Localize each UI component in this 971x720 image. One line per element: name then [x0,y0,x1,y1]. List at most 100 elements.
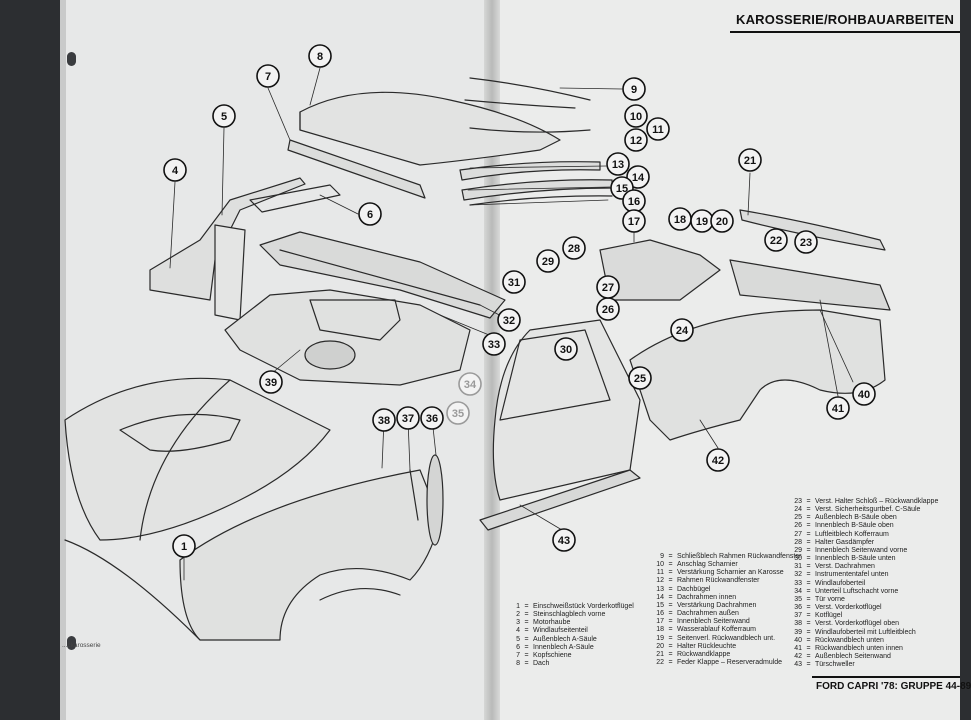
callout-circle [622,209,646,233]
legend-text: Kotflügel [815,612,843,620]
legend-text: Dachrahmen außen [677,610,739,618]
legend-number: 14 [656,593,664,601]
legend-number: 10 [656,561,664,569]
callout-27: 27 [596,275,620,299]
legend-text: Innenblech B-Säule oben [815,522,894,530]
callout-14: 14 [626,165,650,189]
callout-13: 13 [606,152,630,176]
callout-circle [212,104,236,128]
section-title: KAROSSERIE/ROHBAUARBEITEN [736,12,955,27]
legend-row: 22=Feder Klappe – Reserveradmulde [652,659,802,667]
legend-row: 33=Windlaufoberteil [790,580,938,588]
legend-number: 3 [516,619,520,627]
legend-number: 28 [794,538,802,546]
callout-circle [826,396,850,420]
callout-number: 6 [367,209,373,221]
callout-17: 17 [622,209,646,233]
callout-number: 8 [317,51,323,63]
callout-number: 4 [172,165,179,177]
callout-number: 9 [631,84,637,96]
callout-circle [502,270,526,294]
legend-row: 11=Verstärkung Scharnier an Karosse [652,569,802,577]
legend-text: Feder Klappe – Reserveradmulde [677,659,783,667]
legend-row: 32=Instrumententafel unten [790,571,938,579]
legend-equals: = [806,595,811,603]
callout-31: 31 [502,270,526,294]
callout-5: 5 [212,104,236,128]
legend-row: 16=Dachrahmen außen [652,610,802,618]
callout-circle [372,408,396,432]
callout-circle [482,332,506,356]
legend-equals: = [668,569,673,577]
callout-number: 30 [560,344,572,356]
legend-equals: = [668,577,673,585]
legend-equals: = [806,555,811,563]
callout-29: 29 [536,249,560,273]
legend-equals: = [524,660,529,668]
legend-number: 2 [516,611,520,619]
legend-number: 6 [516,643,520,651]
callout-number: 42 [712,455,724,467]
legend-text: Innenblech Seitenwand [677,618,750,626]
legend-equals: = [524,611,529,619]
legend-text: Verstärkung Dachrahmen [677,601,757,609]
callout-25: 25 [628,366,652,390]
callout-circle [358,202,382,226]
legend-number: 34 [794,587,802,595]
legend-equals: = [806,587,811,595]
callout-circle [554,337,578,361]
legend-equals: = [806,514,811,522]
legend-text: Unterteil Luftschacht vorne [815,587,899,595]
callout-number: 7 [265,71,271,83]
legend-equals: = [668,610,673,618]
legend-row: 6=Innenblech A-Säule [508,644,634,652]
callout-8: 8 [308,44,332,68]
legend-row: 7=Kopfschiene [508,652,634,660]
legend-number: 42 [794,652,802,660]
callout-number: 38 [378,415,390,427]
legend-row: 23=Verst. Halter Schloß – Rückwandklappe [790,498,938,506]
legend-number: 39 [794,628,802,636]
legend-text: Windlaufoberteil [815,579,866,587]
callout-number: 19 [696,216,708,228]
legend-text: Kopfschiene [533,651,572,659]
callout-circle [259,370,283,394]
callout-23: 23 [794,230,818,254]
legend-text: Windlaufoberteil mit Luftleitblech [815,628,916,636]
legend-row: 42=Außenblech Seitenwand [790,653,938,661]
legend-equals: = [524,651,529,659]
callout-circle [738,148,762,172]
legend-equals: = [668,585,673,593]
legend-equals: = [806,612,811,620]
callout-42: 42 [706,448,730,472]
legend-number: 31 [794,563,802,571]
legend-text: Innenblech B-Säule unten [815,555,896,563]
legend-number: 23 [794,498,802,505]
legend-number: 40 [794,636,802,644]
legend-row: 9=Schließblech Rahmen Rückwandfenster [652,553,801,561]
legend-number: 22 [656,659,664,667]
legend-row: 40=Rückwandblech unten [790,637,938,645]
legend-equals: = [668,650,673,658]
legend-text: Steinschlagblech vorne [533,611,606,619]
legend-equals: = [668,601,673,609]
callout-10: 10 [624,104,648,128]
legend-text: Windlaufseitenteil [533,627,588,635]
legend-text: Anschlag Scharnier [677,561,738,569]
legend-equals: = [806,652,811,660]
legend-text: Innenblech Seitenwand vorne [815,546,908,554]
legend-number: 5 [516,635,520,643]
legend-equals: = [806,563,811,571]
callout-number: 10 [630,111,642,123]
callout-number: 23 [800,237,812,249]
legend-equals: = [668,634,673,642]
callout-28: 28 [562,236,586,260]
legend-row: 8=Dach [508,660,634,668]
callout-9: 9 [622,77,646,101]
legend-row: 38=Verst. Vorderkotflügel oben [790,620,938,628]
legend-row: 34 = Unterteil Luftschacht vorne [790,588,938,596]
callout-circle [710,209,734,233]
callout-24: 24 [670,318,694,342]
legend-equals: = [668,561,673,569]
